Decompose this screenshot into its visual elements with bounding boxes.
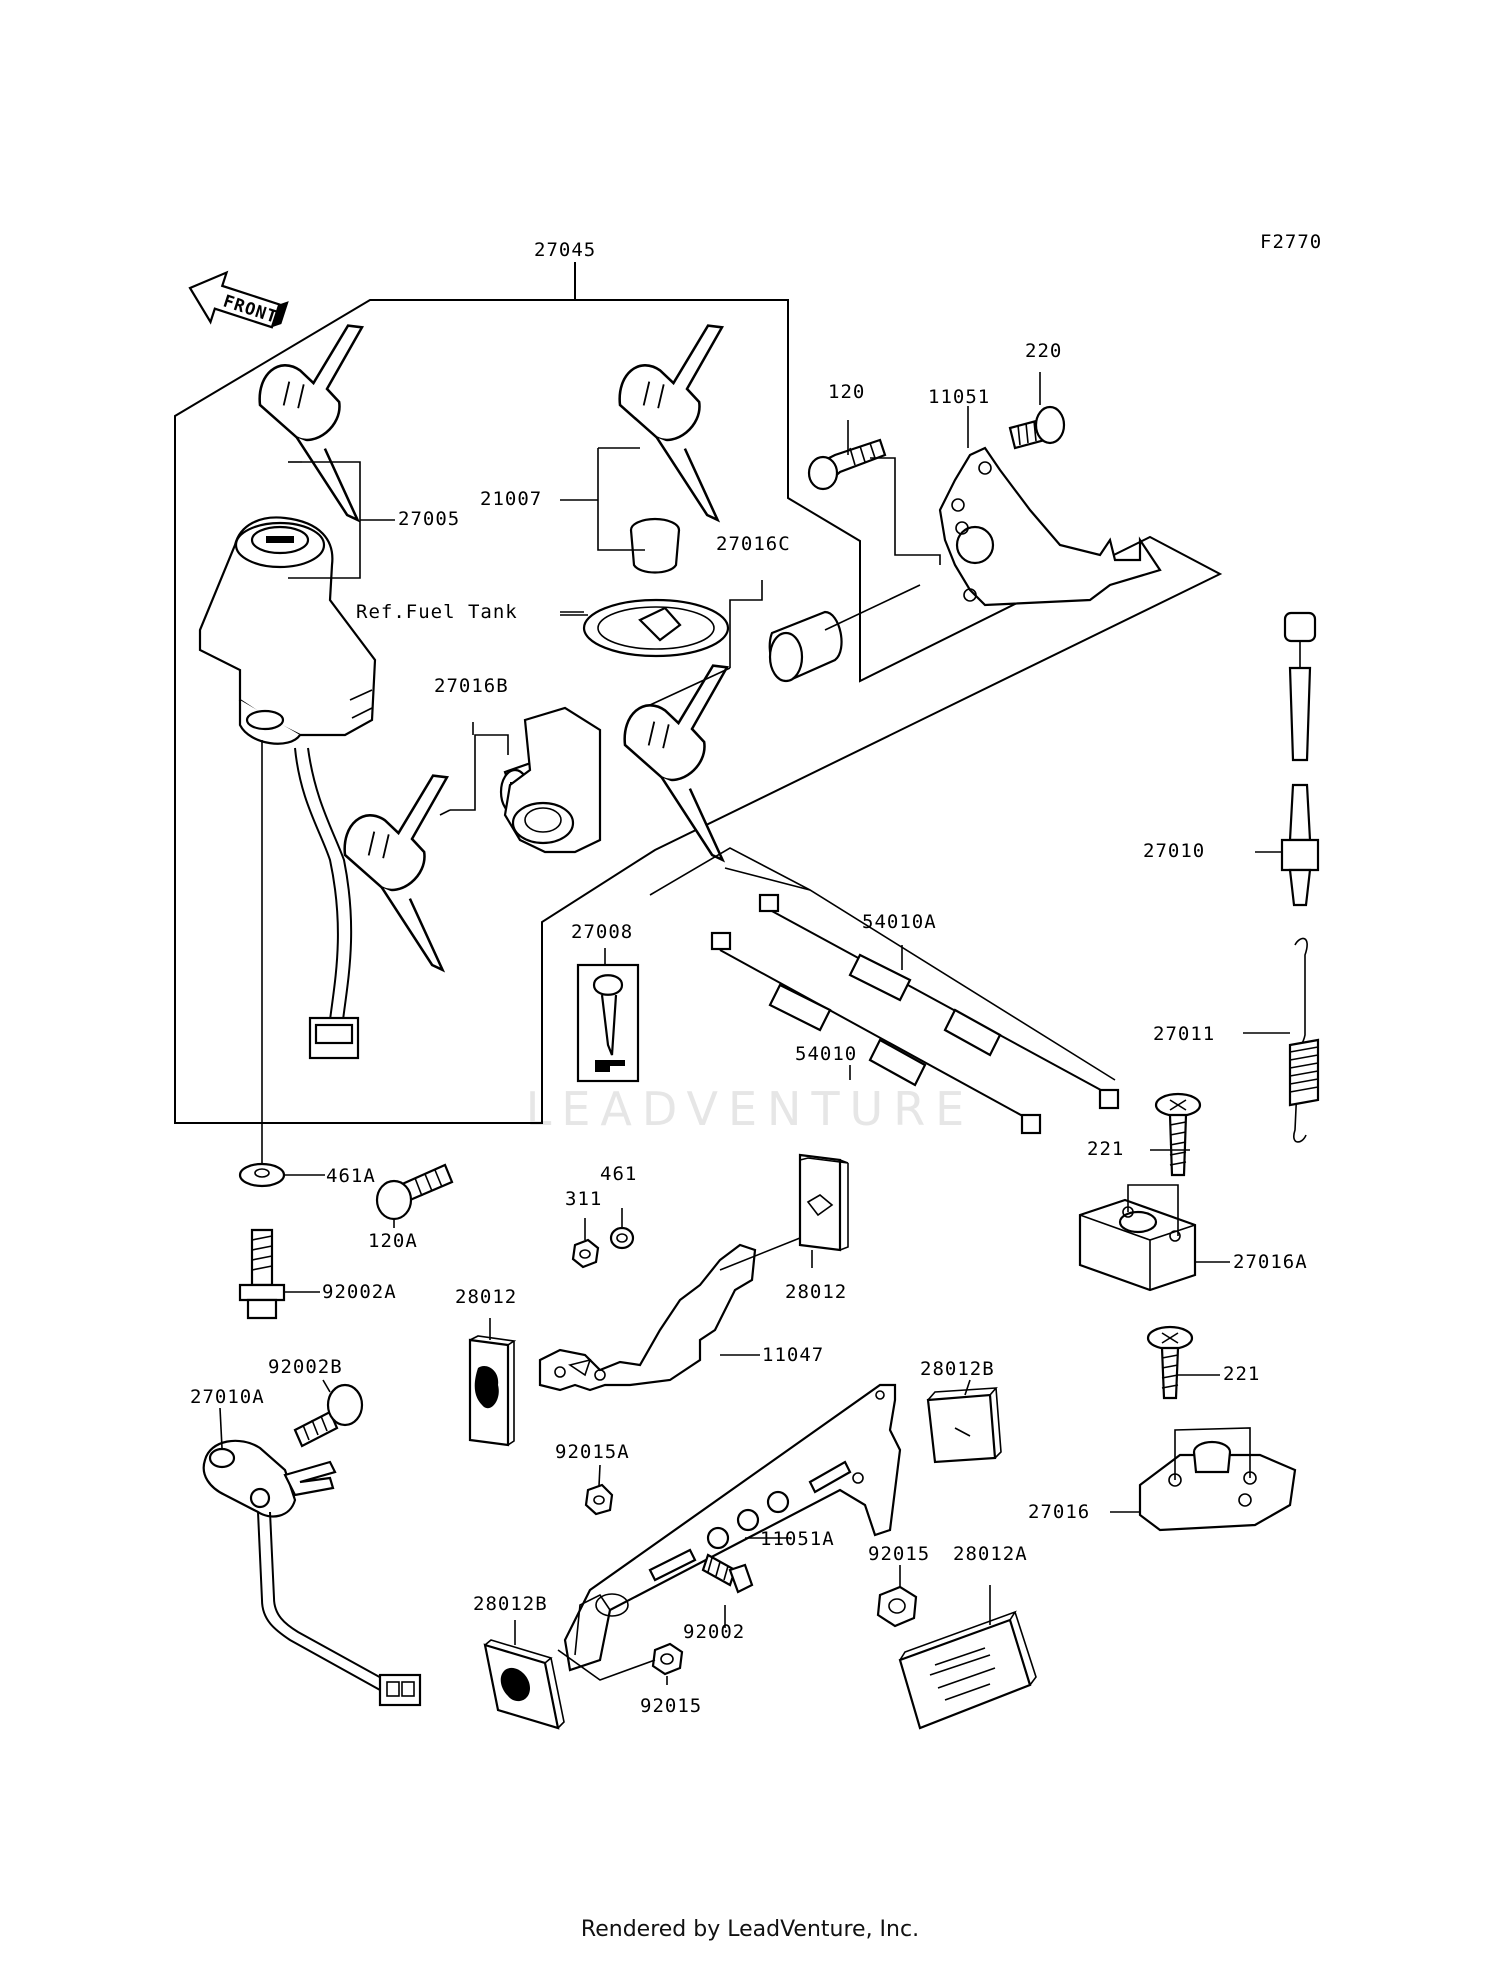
key-27005-upper <box>245 318 443 537</box>
cable-54010A <box>758 893 1120 1110</box>
label-120: 120 <box>828 381 865 403</box>
bracket-11051A <box>563 1383 902 1672</box>
bracket-11051 <box>938 446 1162 607</box>
spring-27011 <box>1288 937 1320 1143</box>
label-221-upper: 221 <box>1087 1138 1124 1160</box>
label-92015-right: 92015 <box>868 1543 930 1565</box>
label-54010: 54010 <box>795 1043 857 1065</box>
lock-cylinder-27016B <box>499 706 602 854</box>
label-92002B: 92002B <box>268 1356 343 1378</box>
label-27016B: 27016B <box>434 675 509 697</box>
washer-461 <box>609 1226 635 1250</box>
bolt-120A <box>375 1163 454 1221</box>
switch-27010A <box>202 1439 422 1707</box>
label-28012-left: 28012 <box>455 1286 517 1308</box>
label-27016C: 27016C <box>716 533 791 555</box>
screw-221-upper <box>1154 1092 1202 1177</box>
label-461: 461 <box>600 1163 637 1185</box>
washer-461A <box>238 1162 286 1188</box>
bolt-92002A <box>238 1228 286 1320</box>
leader-lines <box>219 372 1290 1685</box>
label-11051A: 11051A <box>760 1528 835 1550</box>
part-labels: 27045 27005 21007 27016C 27016B 120 1105… <box>190 239 1308 1717</box>
label-28012B-right: 28012B <box>920 1358 995 1380</box>
key-27016C <box>610 658 808 877</box>
bolt-92002 <box>701 1553 754 1594</box>
label-21007: 21007 <box>480 488 542 510</box>
figure-code: F2770 <box>1260 231 1322 253</box>
nut-92015-bottom <box>651 1642 684 1676</box>
cable-54010 <box>710 931 1042 1135</box>
label-92002A: 92002A <box>322 1281 397 1303</box>
label-54010A: 54010A <box>862 911 937 933</box>
switch-27010 <box>1280 611 1320 907</box>
pad-28012-right <box>798 1153 849 1252</box>
pad-28012-left <box>468 1335 517 1447</box>
label-311: 311 <box>565 1188 602 1210</box>
label-27010A: 27010A <box>190 1386 265 1408</box>
bolt-220 <box>1008 405 1066 450</box>
housing-27016 <box>1138 1427 1297 1532</box>
label-220: 220 <box>1025 340 1062 362</box>
key-27016B <box>330 768 528 987</box>
label-92015-bottom: 92015 <box>640 1695 702 1717</box>
bolt-120 <box>807 438 887 491</box>
label-120A: 120A <box>368 1230 418 1252</box>
label-28012B-left: 28012B <box>473 1593 548 1615</box>
plate-28012A <box>898 1610 1037 1730</box>
label-11051: 11051 <box>928 386 990 408</box>
label-27016: 27016 <box>1028 1501 1090 1523</box>
label-11047: 11047 <box>762 1344 824 1366</box>
housing-27016A <box>1078 1184 1197 1292</box>
nut-92015A <box>584 1483 614 1516</box>
render-credit: Rendered by LeadVenture, Inc. <box>580 1917 920 1942</box>
pad-28012B-right <box>926 1387 1002 1464</box>
nut-311 <box>571 1238 600 1269</box>
front-arrow-icon: FRONT <box>188 270 289 329</box>
label-92015A: 92015A <box>555 1441 630 1463</box>
key-card-27008 <box>576 963 640 1083</box>
nut-92015-right <box>876 1585 918 1628</box>
label-27011: 27011 <box>1153 1023 1215 1045</box>
lock-cylinder-27016C <box>768 584 921 683</box>
label-28012-right: 28012 <box>785 1281 847 1303</box>
label-27010: 27010 <box>1143 840 1205 862</box>
ignition-switch-27005 <box>198 516 377 1060</box>
pad-28012B-left <box>483 1639 565 1730</box>
label-92002: 92002 <box>683 1621 745 1643</box>
label-27005: 27005 <box>398 508 460 530</box>
label-221-lower: 221 <box>1223 1363 1260 1385</box>
ref-fuel-tank-label: Ref.Fuel Tank <box>356 601 518 623</box>
fuel-cap-lock-21007 <box>582 517 730 658</box>
bolt-92002B <box>293 1383 364 1448</box>
label-27008: 27008 <box>571 921 633 943</box>
label-27016A: 27016A <box>1233 1251 1308 1273</box>
screw-221-lower <box>1146 1325 1194 1400</box>
label-28012A: 28012A <box>953 1543 1028 1565</box>
bracket-11047 <box>538 1237 801 1392</box>
key-21007-upper <box>605 318 803 537</box>
watermark: LEADVENTURE <box>526 1082 975 1136</box>
label-461A: 461A <box>326 1165 376 1187</box>
label-27045: 27045 <box>534 239 596 261</box>
assembly-27045-frame <box>174 262 1223 1124</box>
